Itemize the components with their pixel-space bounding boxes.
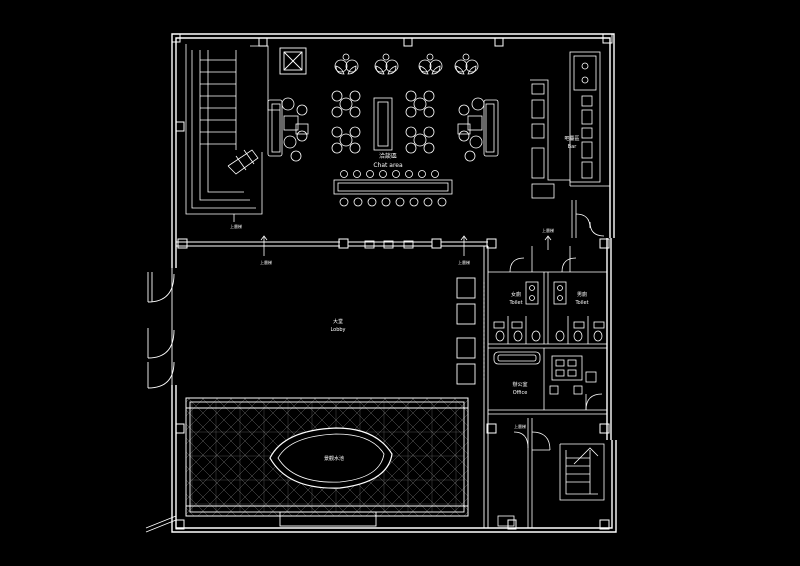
- toilet-female-label-en: Toilet: [508, 300, 522, 306]
- stair-note-4: 上層梯: [542, 227, 554, 233]
- chat-area-zone: [176, 240, 488, 249]
- lobby-label-en: Lobby: [330, 327, 345, 333]
- toilet-male-label-en: Toilet: [574, 300, 588, 306]
- sofa-set-right: [457, 97, 499, 162]
- toilet-male-label-zh: 男廁: [577, 291, 587, 298]
- office-zone: [488, 348, 607, 415]
- lobby-zone: [147, 246, 489, 528]
- bar-label-en: Bar: [568, 144, 577, 150]
- stair-note-3: 上層梯: [458, 259, 470, 265]
- lobby-label-zh: 大堂: [333, 318, 343, 325]
- office-label-en: Office: [513, 390, 528, 396]
- water-feature-label: 景觀水池: [324, 455, 344, 462]
- bar-label-zh: 吧臺區: [564, 135, 579, 142]
- toilet-female-label-zh: 女廁: [511, 291, 521, 298]
- table-sets-top-row: [334, 53, 479, 75]
- sofa-set-left: [267, 97, 309, 162]
- outer-walls: [171, 33, 617, 533]
- table-sets-four-seat: [331, 90, 435, 154]
- chat-area-label-zh: 洽談區: [379, 152, 397, 160]
- chat-area-label-en: Chat area: [373, 162, 403, 169]
- staircase-upper-left: [185, 44, 280, 215]
- direction-arrows: [233, 214, 552, 256]
- void-square: [279, 47, 307, 75]
- communal-table: [333, 170, 453, 207]
- columns: [171, 33, 613, 530]
- stair-note-1: 上層梯: [230, 223, 242, 229]
- stair-note-5: 上層梯: [514, 423, 526, 429]
- staircase-lower-right: [497, 418, 605, 528]
- toilet-zone: [488, 246, 607, 349]
- stair-note-2: 上層梯: [260, 259, 272, 265]
- bar-zone: [530, 51, 610, 238]
- office-label-zh: 辦公室: [512, 381, 527, 388]
- water-feature: [145, 397, 469, 533]
